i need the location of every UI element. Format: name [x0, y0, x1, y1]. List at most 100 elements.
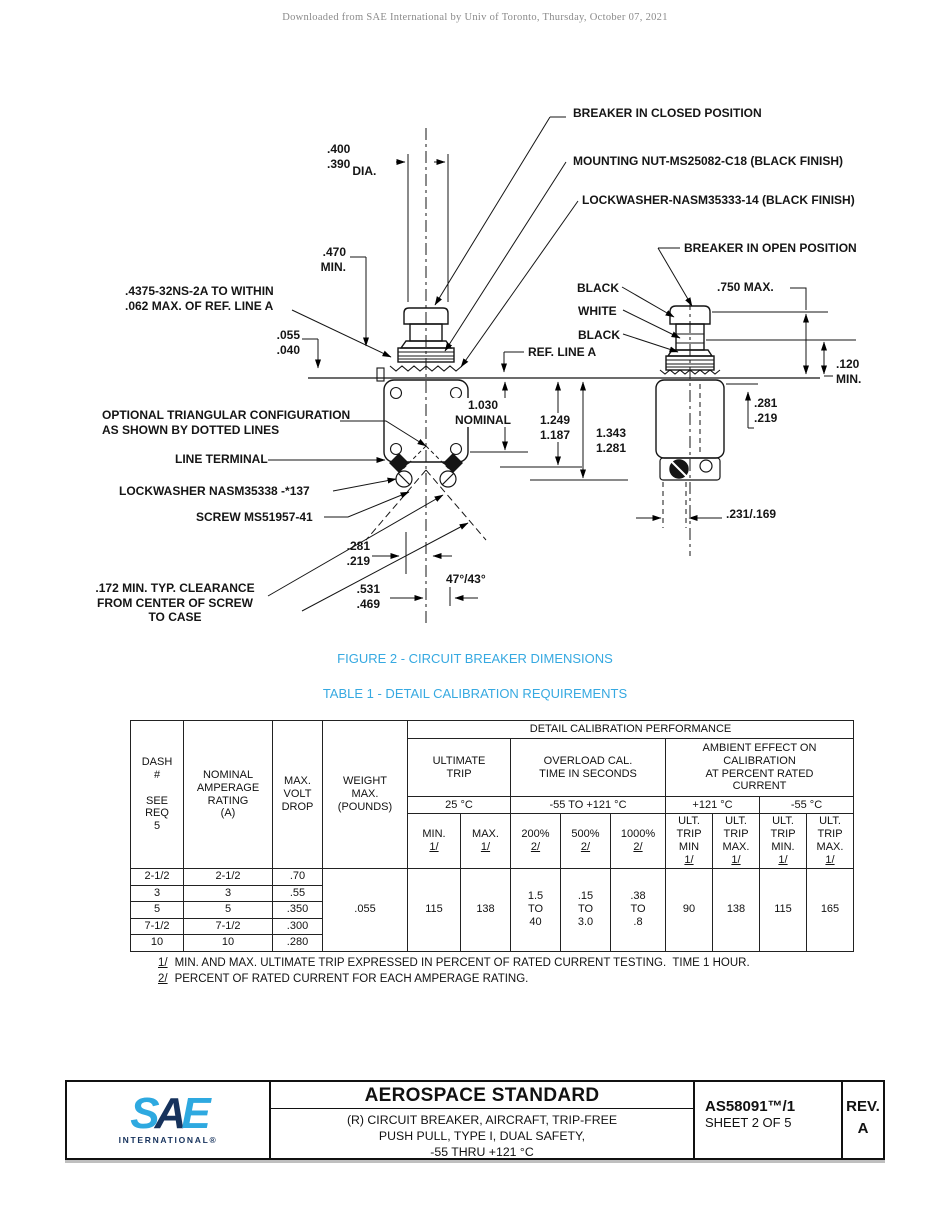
title-block: SAE INTERNATIONAL® AEROSPACE STANDARD (R…	[65, 1080, 885, 1160]
th-temp-m55: -55 °C	[759, 796, 854, 814]
footnote-2-text: PERCENT OF RATED CURRENT FOR EACH AMPERA…	[174, 972, 529, 985]
th-overload: OVERLOAD CAL. TIME IN SECONDS	[510, 738, 666, 797]
footnote-ref-1: 1/	[778, 853, 788, 866]
cell-amp-4: 10	[183, 934, 273, 952]
th-volt-drop: MAX. VOLT DROP	[272, 720, 323, 869]
dim-750-max: .750 MAX.	[717, 280, 774, 294]
standard-subtitle: (R) CIRCUIT BREAKER, AIRCRAFT, TRIP-FREE…	[346, 1113, 618, 1159]
document-number-cell: AS58091™/1 SHEET 2 OF 5	[695, 1082, 843, 1158]
dim-1030-nominal: 1.030 NOMINAL	[453, 398, 513, 428]
dim-055-040: .055 .040	[276, 328, 300, 357]
cell-amp-1: 3	[183, 884, 273, 902]
th-dash: DASH # SEE REQ 5	[130, 720, 184, 869]
cell-ambm55-max: 165	[806, 868, 854, 952]
th-ultimate-trip: ULTIMATE TRIP	[407, 738, 511, 797]
cell-amp-3: 7-1/2	[183, 917, 273, 935]
cell-trip-max: 138	[460, 868, 511, 952]
th-1000-label: 1000%	[620, 828, 656, 841]
dim-470-min: .470 MIN.	[320, 245, 346, 274]
footnote-1-text: MIN. AND MAX. ULTIMATE TRIP EXPRESSED IN…	[174, 957, 750, 969]
th-weight: WEIGHT MAX. (POUNDS)	[322, 720, 408, 869]
th-ult-max-121: ULT. TRIP MAX.1/	[712, 813, 760, 869]
cell-500: .15 TO 3.0	[560, 868, 611, 952]
cell-volt-2: .350	[272, 901, 323, 919]
th-ambient: AMBIENT EFFECT ON CALIBRATION AT PERCENT…	[665, 738, 854, 797]
dim-120-min: .120 MIN.	[836, 357, 862, 386]
table-footnotes: 1/MIN. AND MAX. ULTIMATE TRIP EXPRESSED …	[158, 956, 750, 987]
cell-volt-4: .280	[272, 934, 323, 952]
sae-logo-s: S	[130, 1088, 159, 1138]
dim-281-219-right: .281 .219	[754, 396, 778, 425]
th-max-label: MAX.	[472, 828, 499, 841]
cell-trip-min: 115	[407, 868, 461, 952]
cell-amb121-max: 138	[712, 868, 760, 952]
revision-label: REV.	[846, 1098, 880, 1115]
cell-dash-2: 5	[130, 901, 184, 919]
cell-200: 1.5 TO 40	[510, 868, 561, 952]
th-ult-max-121-label: ULT. TRIP MAX.	[722, 815, 750, 853]
dim-1249-1187: 1.249 1.187	[538, 413, 573, 443]
sae-logo-e: E	[181, 1088, 210, 1138]
th-500: 500%2/	[560, 813, 611, 869]
th-max: MAX.1/	[460, 813, 511, 869]
footnote-ref-1: 1/	[429, 841, 439, 853]
dim-231-169: .231/.169	[726, 507, 777, 521]
footnote-2-mark: 2/	[158, 972, 168, 985]
cell-amb121-min: 90	[665, 868, 713, 952]
th-temp-121: +121 °C	[665, 796, 760, 814]
th-ult-max-m55-label: ULT. TRIP MAX.	[816, 815, 844, 853]
cell-dash-1: 3	[130, 884, 184, 902]
footnote-ref-2: 2/	[580, 841, 591, 853]
circuit-breaker-diagram	[267, 116, 856, 624]
th-200-label: 200%	[521, 828, 550, 841]
label-screw: SCREW MS51957-41	[196, 510, 313, 524]
label-clearance: .172 MIN. TYP. CLEARANCE FROM CENTER OF …	[95, 581, 255, 625]
th-200: 200%2/	[510, 813, 561, 869]
footnote-ref-2: 2/	[530, 841, 541, 853]
cell-1000: .38 TO .8	[610, 868, 666, 952]
footnote-1: 1/MIN. AND MAX. ULTIMATE TRIP EXPRESSED …	[158, 956, 750, 972]
cell-dash-4: 10	[130, 934, 184, 952]
label-white: WHITE	[578, 304, 617, 318]
sae-logo: SAE INTERNATIONAL®	[67, 1082, 271, 1158]
document-number: AS58091™/1	[705, 1098, 796, 1115]
table-caption: TABLE 1 - DETAIL CALIBRATION REQUIREMENT…	[322, 686, 628, 701]
sae-logo-word: SAE	[130, 1091, 211, 1135]
th-ult-min-m55-label: ULT. TRIP MIN.	[770, 815, 796, 853]
th-amperage: NOMINAL AMPERAGE RATING (A)	[183, 720, 273, 869]
label-breaker-closed: BREAKER IN CLOSED POSITION	[573, 106, 762, 120]
label-line-terminal: LINE TERMINAL	[175, 452, 268, 466]
footnote-1-mark: 1/	[158, 957, 168, 969]
label-thread-spec: .4375-32NS-2A TO WITHIN .062 MAX. OF REF…	[125, 284, 274, 313]
footnote-2: 2/PERCENT OF RATED CURRENT FOR EACH AMPE…	[158, 972, 750, 988]
footnote-ref-1: 1/	[480, 841, 491, 853]
label-breaker-open: BREAKER IN OPEN POSITION	[684, 241, 857, 255]
label-black-bottom: BLACK	[578, 328, 620, 342]
th-ult-min-m55: ULT. TRIP MIN.1/	[759, 813, 807, 869]
cell-dash-3: 7-1/2	[130, 917, 184, 935]
th-500-label: 500%	[571, 828, 600, 841]
footnote-ref-1: 1/	[825, 853, 835, 866]
th-performance: DETAIL CALIBRATION PERFORMANCE	[407, 720, 854, 739]
dim-281-219-left: .281 .219	[346, 539, 370, 568]
sae-logo-subtext: INTERNATIONAL®	[118, 1135, 218, 1146]
th-min-label: MIN.	[422, 828, 446, 841]
th-ult-max-m55: ULT. TRIP MAX.1/	[806, 813, 854, 869]
label-ref-line-a: REF. LINE A	[528, 345, 597, 359]
standard-title: AEROSPACE STANDARD	[271, 1082, 693, 1109]
revision-value: A	[857, 1119, 869, 1137]
th-ult-min-121-label: ULT. TRIP MIN	[676, 815, 702, 853]
footnote-ref-1: 1/	[731, 853, 741, 866]
figure-caption: FIGURE 2 - CIRCUIT BREAKER DIMENSIONS	[337, 651, 613, 666]
th-temp-25: 25 °C	[407, 796, 511, 814]
title-block-center: AEROSPACE STANDARD (R) CIRCUIT BREAKER, …	[271, 1082, 695, 1159]
label-black-top: BLACK	[577, 281, 619, 295]
cell-volt-3: .300	[272, 917, 323, 935]
label-mounting-nut: MOUNTING NUT-MS25082-C18 (BLACK FINISH)	[573, 154, 844, 168]
cell-volt-1: .55	[272, 884, 323, 902]
cell-amp-2: 5	[183, 901, 273, 919]
